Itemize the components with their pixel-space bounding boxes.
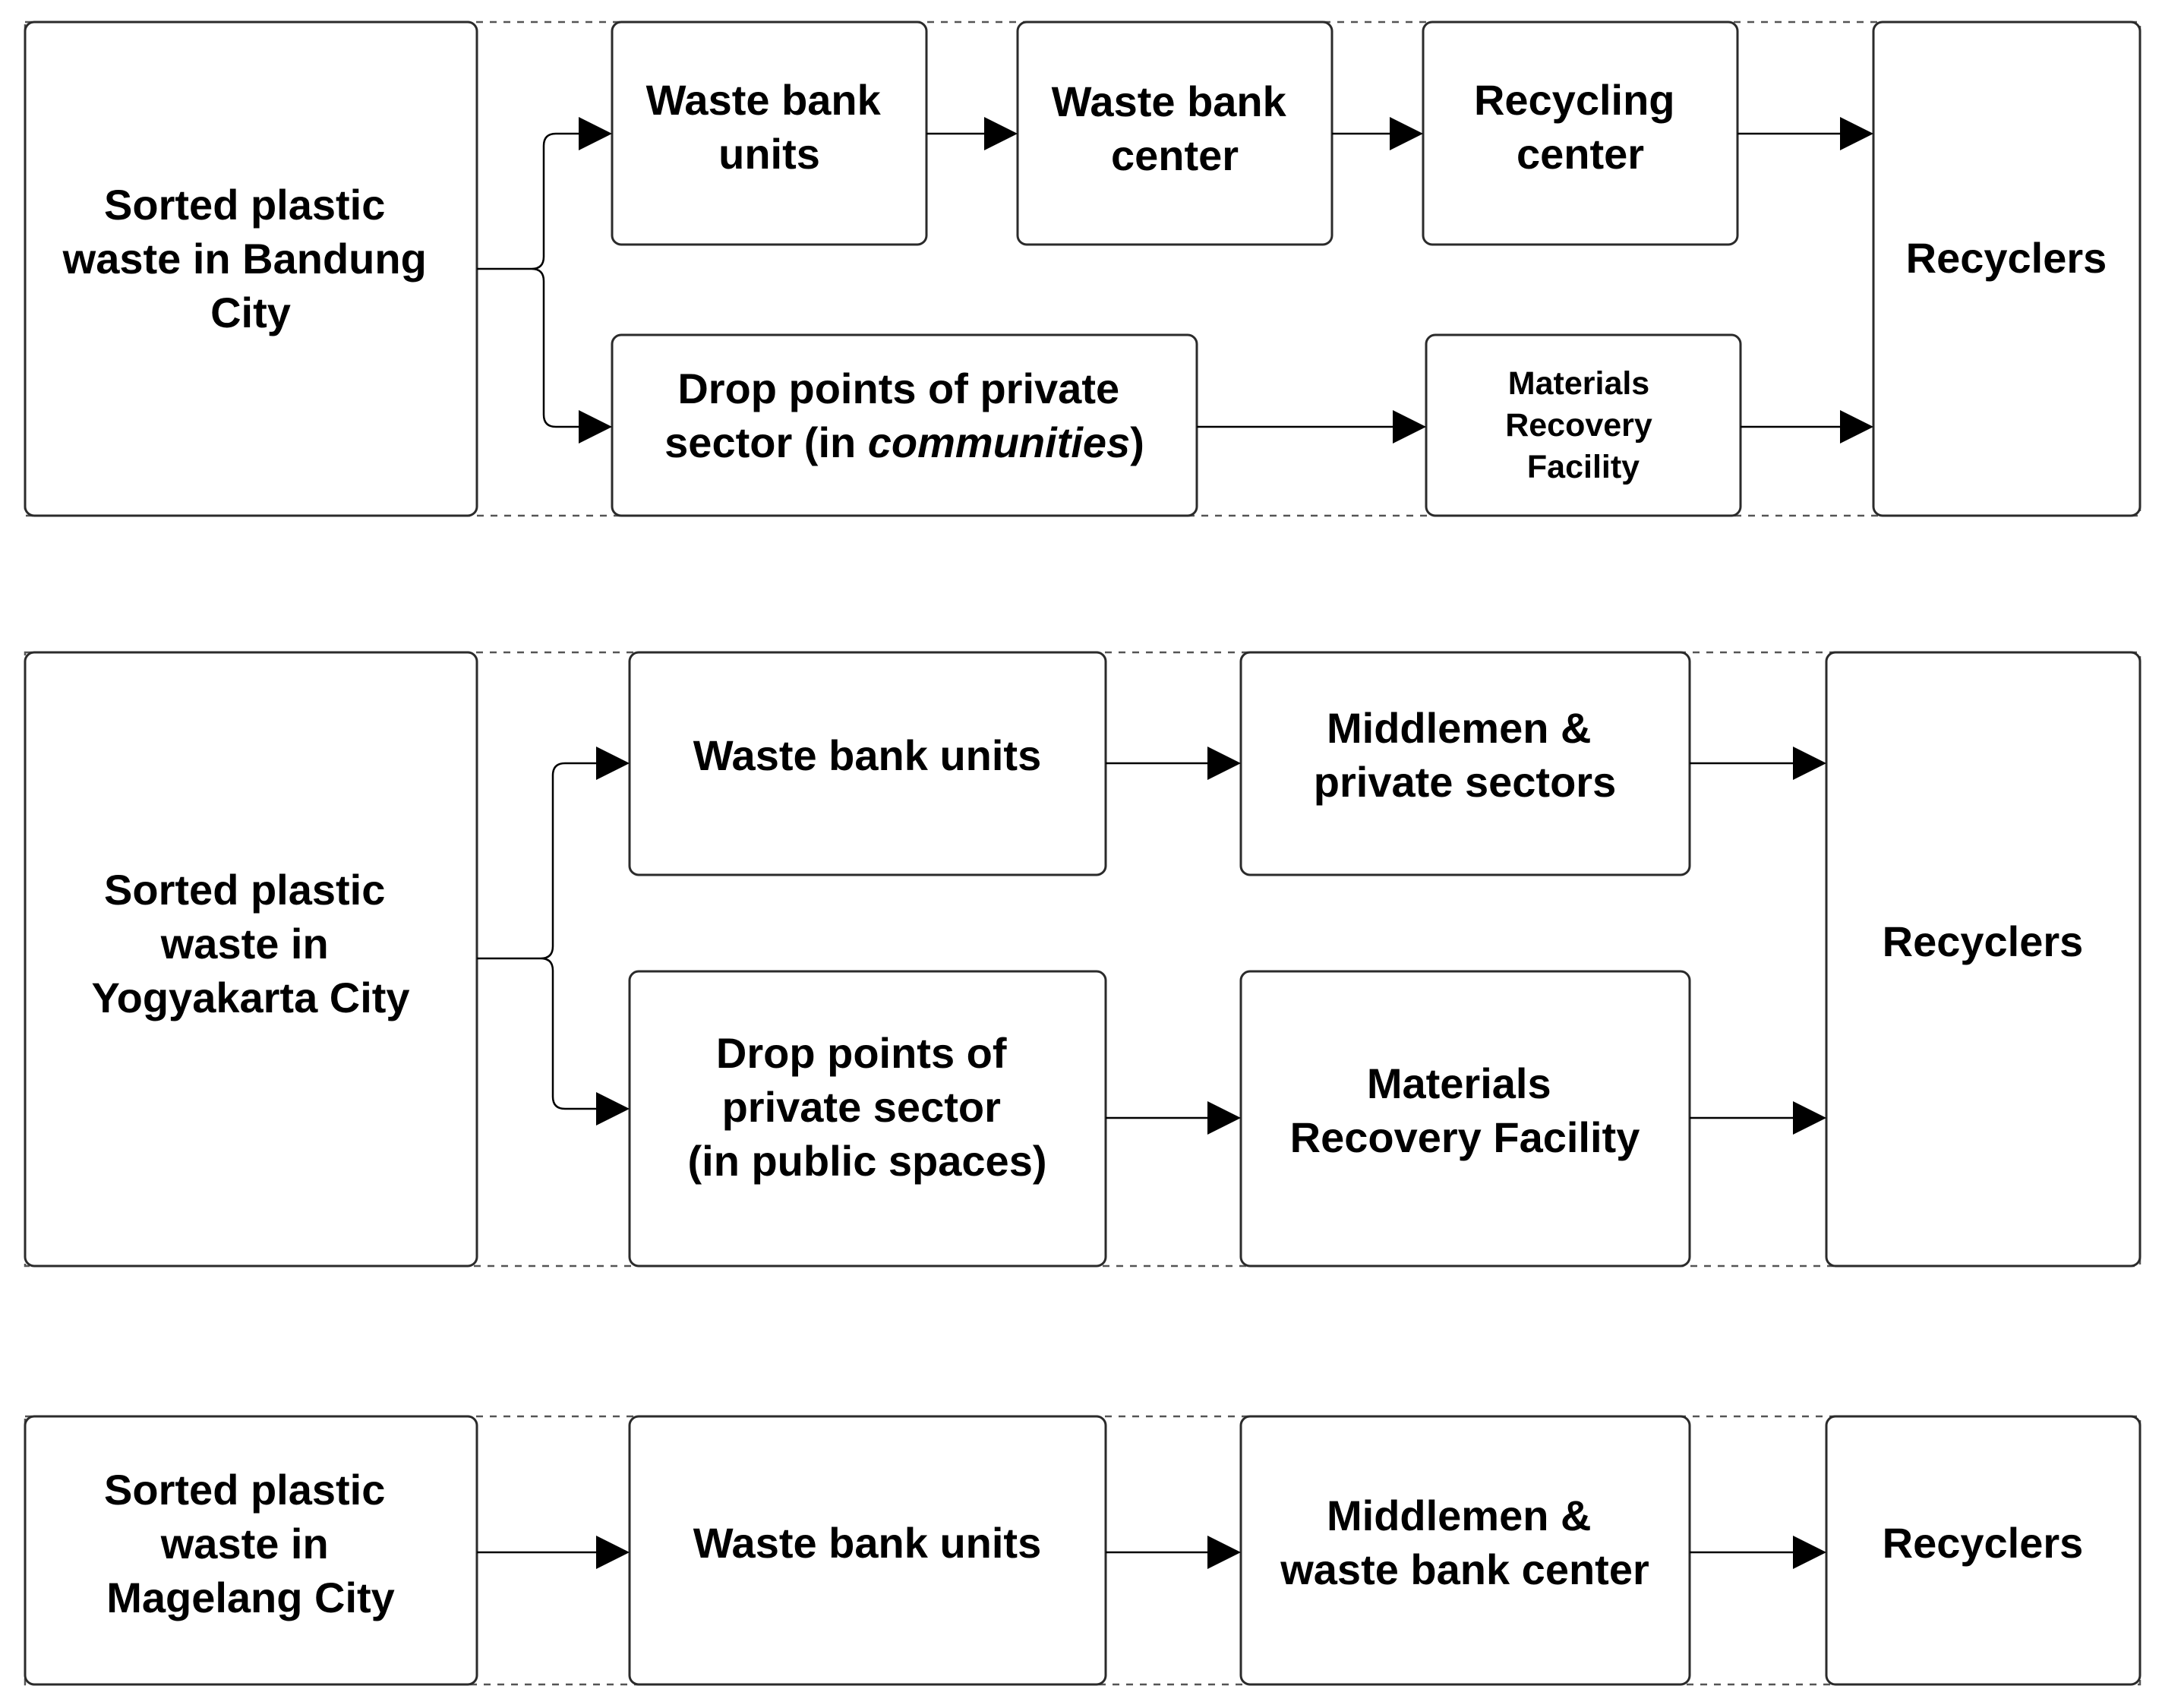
- bandung-arrow-to-recycling-center: [1390, 117, 1423, 150]
- magelang-arrow-to-middlemen: [1207, 1536, 1241, 1569]
- bandung-mrf-box: [1425, 333, 1742, 517]
- yogyakarta-arrow-to-recyclers-top: [1793, 747, 1826, 780]
- yogyakarta-waste-bank-units-label: Waste bank units: [693, 731, 1041, 779]
- magelang-middlemen-box: [1239, 1415, 1691, 1686]
- bandung-split-connector: [477, 132, 579, 428]
- bandung-recycling-center-label: Recycling center: [1474, 76, 1687, 178]
- yogyakarta-flow: Sorted plastic waste in Yogyakarta City …: [24, 651, 2141, 1268]
- yogyakarta-mrf-label: Materials Recovery Facility: [1290, 1059, 1640, 1161]
- yogyakarta-arrow-to-mrf: [1207, 1101, 1241, 1135]
- magelang-recyclers-box: [1825, 1415, 2141, 1686]
- magelang-middlemen-label: Middlemen & waste bank center: [1280, 1492, 1649, 1593]
- magelang-source-box: [24, 1415, 478, 1686]
- yogyakarta-recyclers-box: [1825, 651, 2141, 1268]
- bandung-arrow-to-mrf: [1393, 410, 1426, 444]
- magelang-recyclers-label: Recyclers: [1883, 1519, 2084, 1567]
- bandung-waste-bank-center-label: Waste bank center: [1052, 77, 1299, 179]
- bandung-arrow-to-recyclers-top: [1840, 117, 1873, 150]
- bandung-arrow-to-drop-points: [579, 410, 612, 444]
- bandung-arrow-to-waste-bank-center: [984, 117, 1018, 150]
- yogyakarta-arrow-to-recyclers-bottom: [1793, 1101, 1826, 1135]
- bandung-recyclers-box: [1872, 21, 2141, 517]
- bandung-waste-bank-units-label: Waste bank units: [646, 76, 893, 178]
- magelang-source-label: Sorted plastic waste in Magelang City: [104, 1466, 397, 1621]
- yogyakarta-arrow-to-drop-points: [596, 1092, 630, 1126]
- bandung-recyclers-label: Recyclers: [1906, 234, 2107, 282]
- bandung-drop-points-box: [611, 333, 1198, 517]
- magelang-arrow-to-waste-bank-units: [596, 1536, 630, 1569]
- magelang-waste-bank-units-box: [628, 1415, 1107, 1686]
- yogyakarta-middlemen-label: Middlemen & private sectors: [1314, 704, 1616, 806]
- yogyakarta-recyclers-label: Recyclers: [1883, 917, 2084, 965]
- magelang-arrow-to-recyclers: [1793, 1536, 1826, 1569]
- yogyakarta-arrow-to-waste-bank-units: [596, 747, 630, 780]
- bandung-arrow-to-recyclers-bottom: [1840, 410, 1873, 444]
- magelang-flow: Sorted plastic waste in Magelang City Wa…: [24, 1415, 2141, 1686]
- bandung-drop-points-label: Drop points of private sector (in commun…: [664, 365, 1144, 466]
- bandung-arrow-to-waste-bank-units: [579, 117, 612, 150]
- yogyakarta-source-label: Sorted plastic waste in Yogyakarta City: [91, 866, 409, 1021]
- bandung-mrf-label: Materials Recovery Facility: [1505, 365, 1662, 485]
- magelang-waste-bank-units-label: Waste bank units: [693, 1519, 1041, 1567]
- yogyakarta-drop-points-label: Drop points of private sector (in public…: [688, 1029, 1047, 1185]
- bandung-flow: Sorted plastic waste in Bandung City Was…: [24, 21, 2141, 517]
- yogyakarta-split-connector: [477, 762, 596, 1110]
- yogyakarta-arrow-to-middlemen: [1207, 747, 1241, 780]
- bandung-source-label: Sorted plastic waste in Bandung City: [62, 181, 439, 336]
